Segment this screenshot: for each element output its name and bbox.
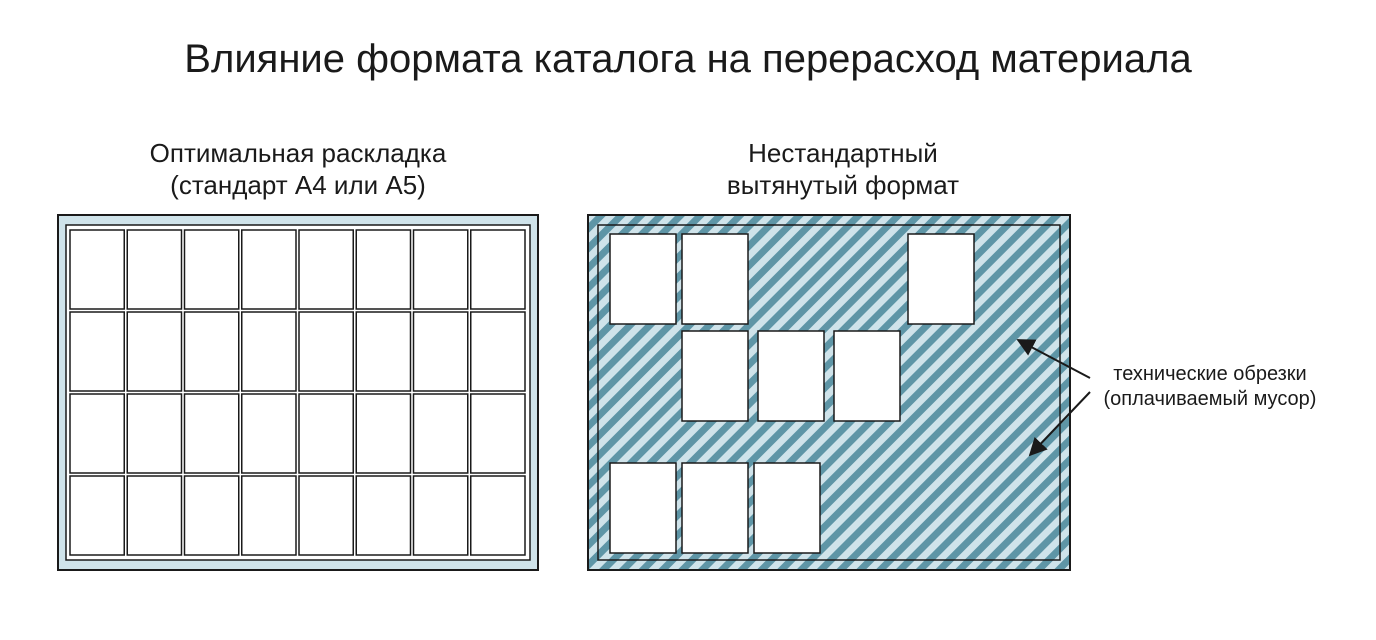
catalog-page	[126, 229, 183, 310]
right-panel-title-line2: вытянутый формат	[726, 170, 960, 200]
catalog-page-stretched	[753, 462, 821, 554]
catalog-page	[355, 393, 412, 474]
catalog-page	[470, 229, 526, 310]
catalog-page	[355, 475, 412, 556]
catalog-page	[412, 311, 469, 392]
catalog-page	[241, 475, 297, 556]
catalog-page-stretched	[833, 330, 901, 422]
catalog-page-stretched	[681, 462, 749, 554]
waste-annotation-line1: технические обрезки	[1113, 363, 1307, 385]
catalog-page	[470, 393, 526, 474]
catalog-page	[412, 393, 469, 474]
catalog-page	[183, 311, 240, 392]
catalog-page	[69, 311, 125, 392]
catalog-page	[470, 475, 526, 556]
catalog-page	[298, 475, 354, 556]
left-panel-title-line1: Оптимальная раскладка	[149, 138, 447, 168]
catalog-page-stretched	[609, 233, 677, 325]
left-panel-title-line2: (стандарт А4 или А5)	[170, 170, 426, 200]
catalog-page-stretched	[907, 233, 975, 325]
catalog-page	[183, 393, 240, 474]
right-panel-title: Нестандартный вытянутый формат	[588, 137, 1098, 201]
catalog-page	[126, 475, 183, 556]
catalog-page	[183, 475, 240, 556]
catalog-page	[355, 311, 412, 392]
right-panel-title-line1: Нестандартный	[748, 138, 938, 168]
catalog-page	[298, 229, 354, 310]
right-page-layout	[609, 233, 975, 554]
catalog-page	[69, 229, 125, 310]
catalog-page	[412, 475, 469, 556]
catalog-page-stretched	[757, 330, 825, 422]
right-sheet-inner	[597, 224, 1061, 561]
catalog-page	[470, 311, 526, 392]
catalog-page-stretched	[681, 330, 749, 422]
catalog-page	[355, 229, 412, 310]
catalog-page	[241, 393, 297, 474]
waste-annotation: технические обрезки (оплачиваемый мусор)	[1092, 362, 1328, 412]
catalog-page	[183, 229, 240, 310]
catalog-page	[298, 393, 354, 474]
diagram-title: Влияние формата каталога на перерасход м…	[184, 37, 1192, 81]
catalog-page-stretched	[681, 233, 749, 325]
catalog-page	[241, 229, 297, 310]
catalog-page	[69, 475, 125, 556]
catalog-page	[412, 229, 469, 310]
waste-annotation-line2: (оплачиваемый мусор)	[1103, 388, 1317, 410]
waste-arrow-upper	[1016, 339, 1091, 379]
catalog-page	[126, 311, 183, 392]
left-panel-title: Оптимальная раскладка (стандарт А4 или А…	[58, 137, 538, 201]
catalog-page-stretched	[609, 462, 677, 554]
catalog-page	[298, 311, 354, 392]
left-page-grid	[69, 229, 526, 556]
catalog-page	[126, 393, 183, 474]
waste-arrow-lower	[1028, 391, 1091, 457]
catalog-page	[241, 311, 297, 392]
catalog-page	[69, 393, 125, 474]
